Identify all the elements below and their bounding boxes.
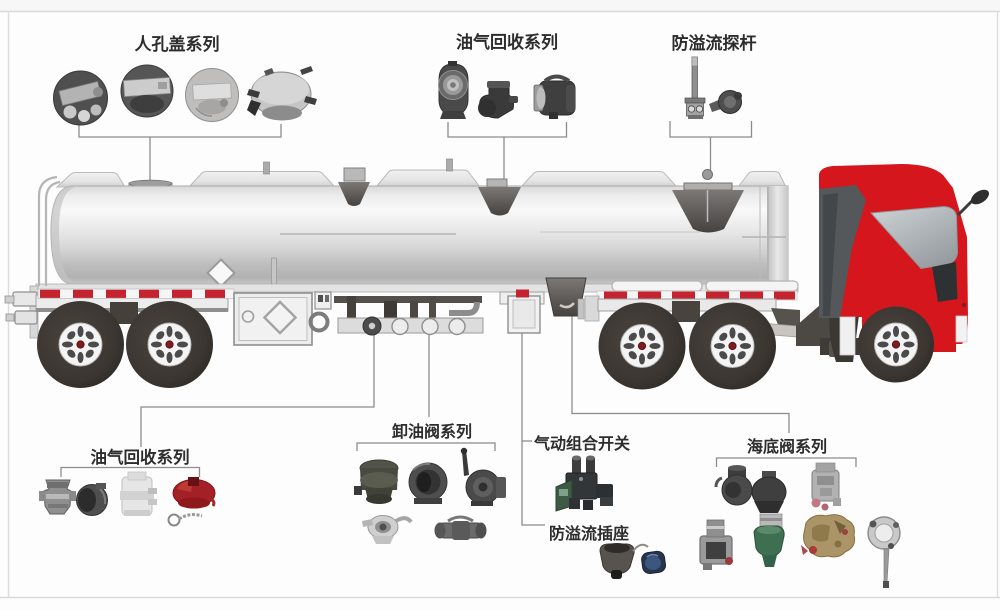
svg-text:卸油阀系列: 卸油阀系列 <box>392 422 472 441</box>
svg-text:油气回收系列: 油气回收系列 <box>91 447 190 467</box>
svg-text:油气回收系列: 油气回收系列 <box>456 32 558 52</box>
svg-text:气动组合开关: 气动组合开关 <box>533 434 630 453</box>
svg-text:海底阀系列: 海底阀系列 <box>747 437 827 456</box>
svg-text:防溢流探杆: 防溢流探杆 <box>672 33 757 53</box>
svg-text:防溢流插座: 防溢流插座 <box>549 524 629 543</box>
svg-text:人孔盖系列: 人孔盖系列 <box>135 34 220 54</box>
